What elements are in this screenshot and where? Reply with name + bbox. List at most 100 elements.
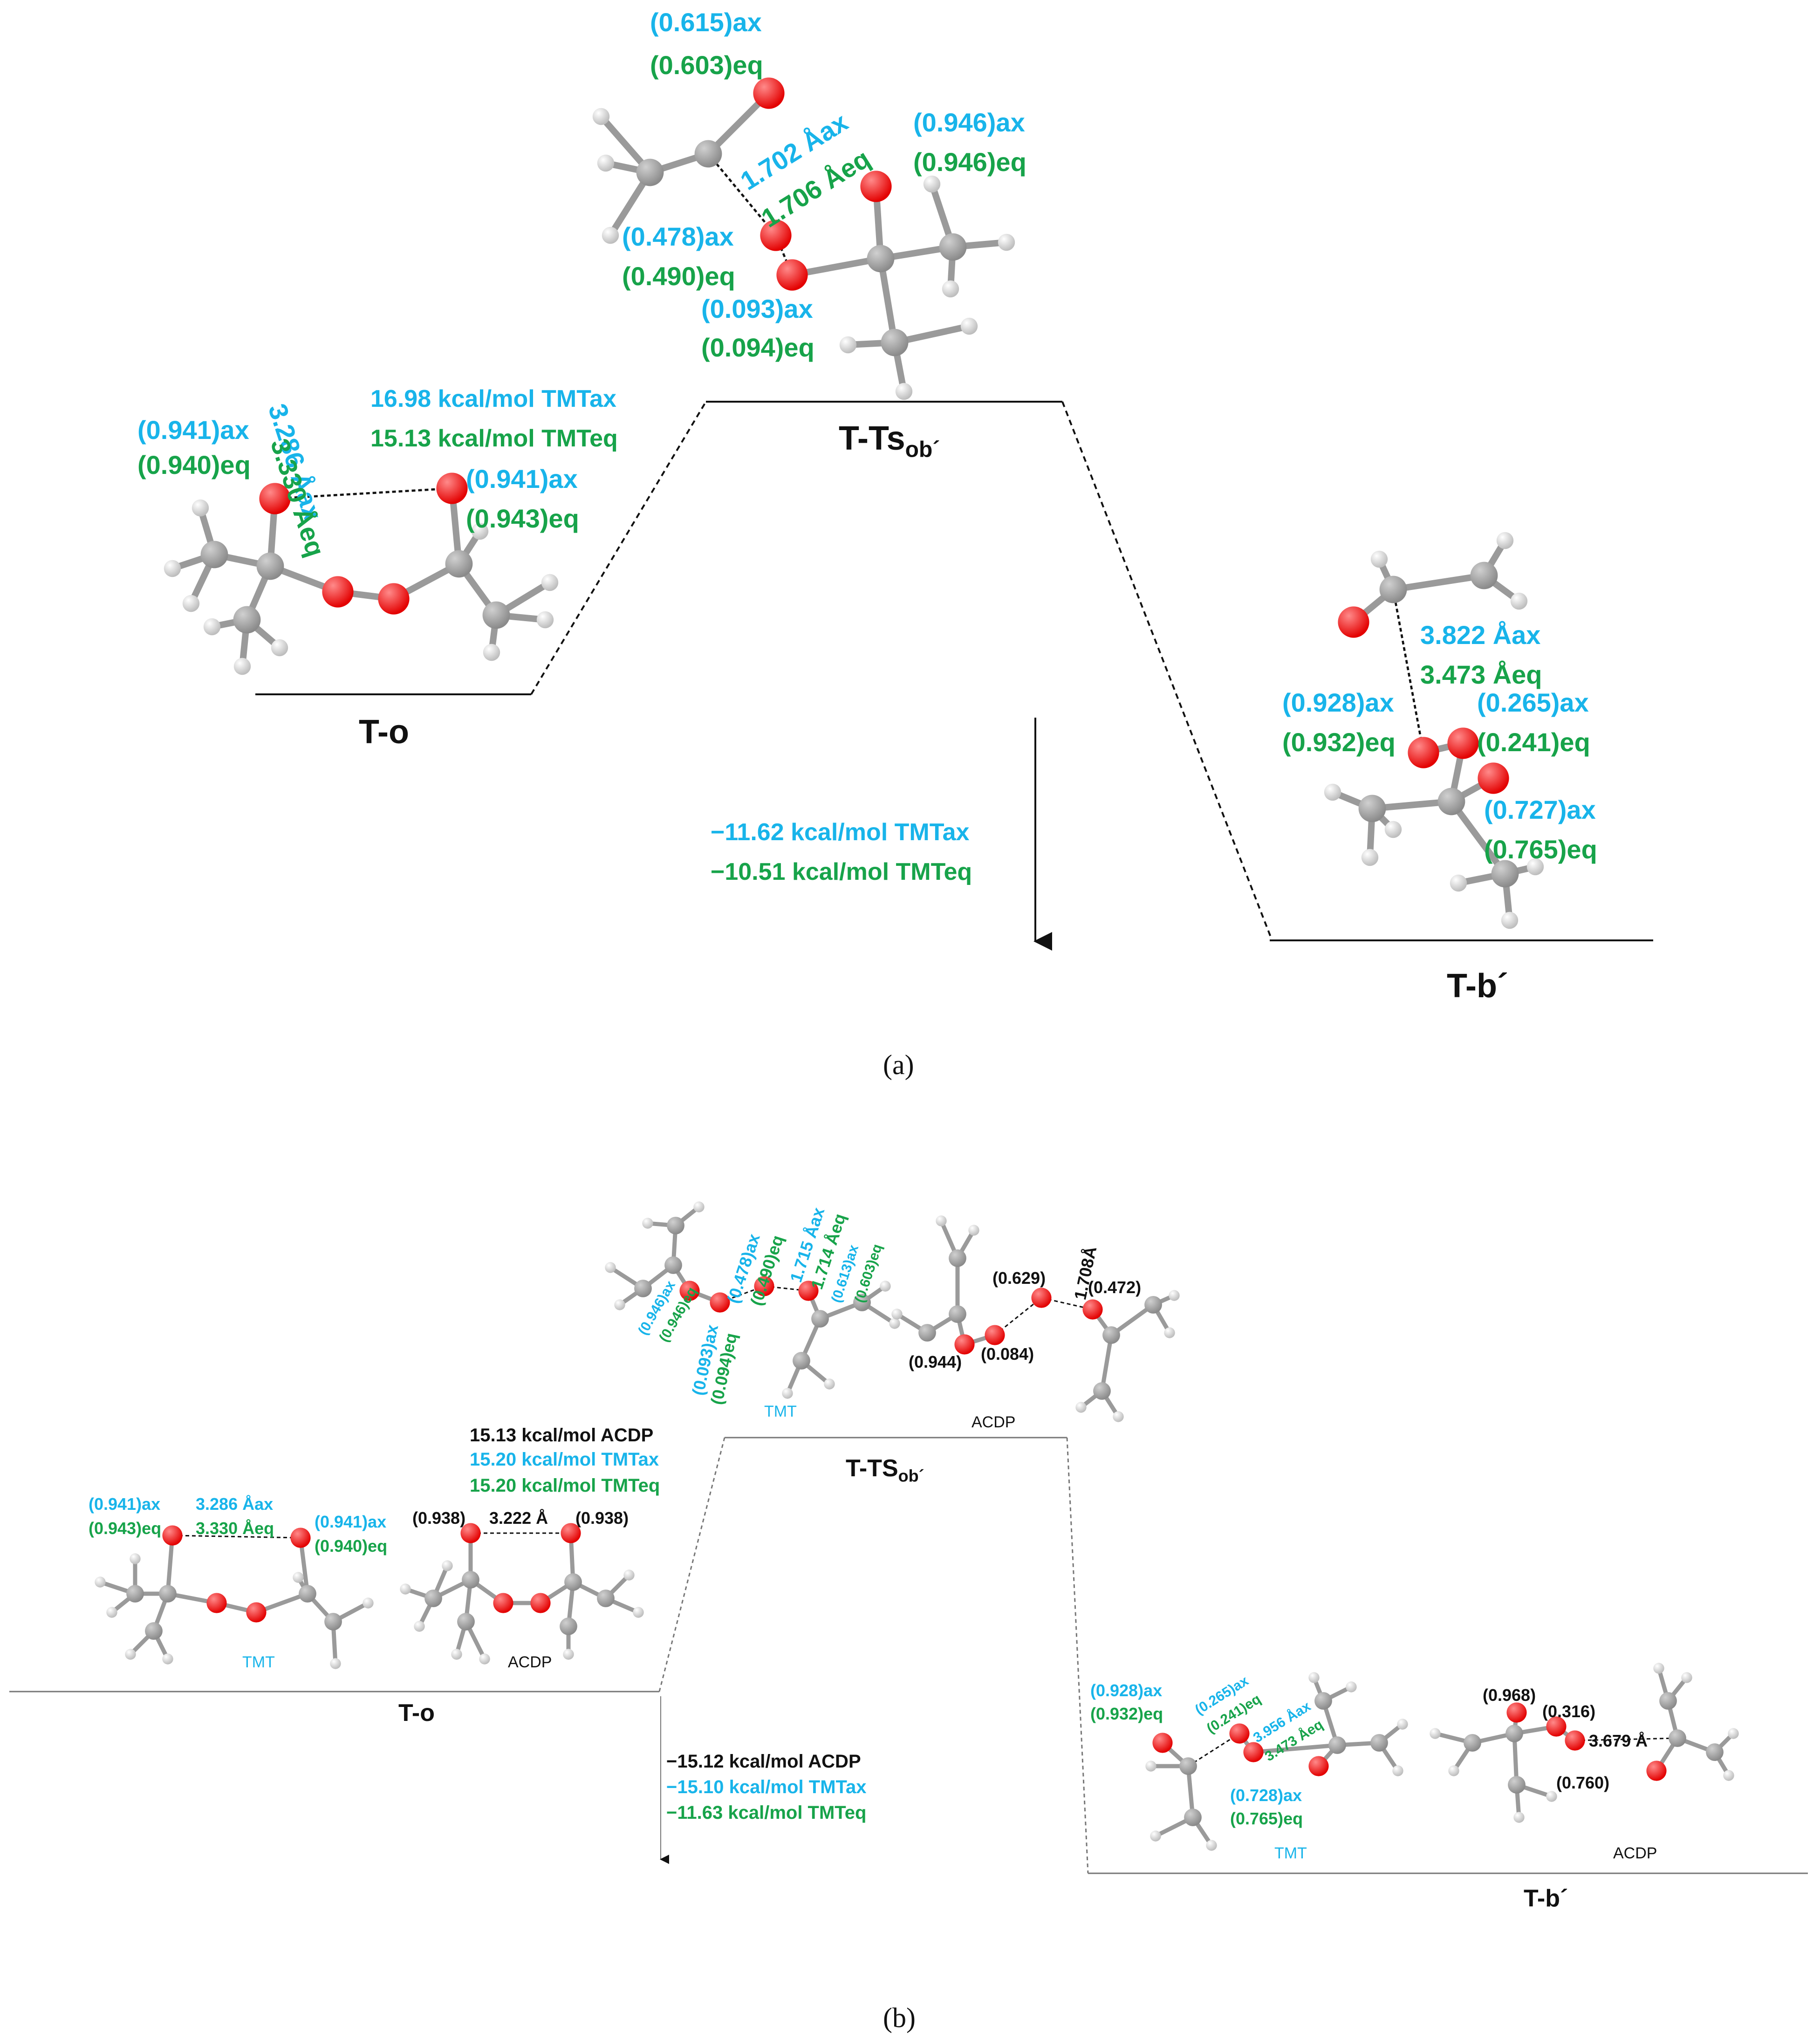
tb-a-oright-ax: (0.265)ax bbox=[1477, 688, 1589, 717]
to-a-o2-ax: (0.941)ax bbox=[466, 464, 578, 493]
oxygen-atom bbox=[322, 576, 354, 608]
oxygen-atom bbox=[1031, 1288, 1052, 1308]
molecule-ts-b-acdp bbox=[891, 1215, 1180, 1422]
carbon-atom bbox=[1370, 1734, 1388, 1752]
hydrogen-atom bbox=[891, 1309, 903, 1320]
hydrogen-atom bbox=[1496, 532, 1514, 549]
hydrogen-atom bbox=[95, 1576, 106, 1588]
hydrogen-atom bbox=[942, 280, 959, 298]
hydrogen-atom bbox=[880, 1281, 891, 1292]
oxygen-atom bbox=[460, 1523, 481, 1543]
hydrogen-atom bbox=[130, 1553, 141, 1564]
oxygen-atom bbox=[753, 77, 785, 109]
carbon-atom bbox=[667, 1217, 684, 1234]
hydrogen-atom bbox=[164, 560, 181, 577]
carbon-atom bbox=[457, 1613, 475, 1631]
ts-b-tmt-tag: TMT bbox=[764, 1403, 797, 1420]
oxygen-atom bbox=[530, 1593, 551, 1613]
barrier-a-ax: 16.98 kcal/mol TMTax bbox=[370, 385, 616, 412]
oxygen-atom bbox=[760, 219, 792, 251]
molecule-to-a bbox=[164, 473, 559, 675]
to-b-tmt-dist-ax: 3.286 Åax bbox=[196, 1494, 274, 1514]
ts-b-acdp-c: (0.472) bbox=[1088, 1278, 1142, 1297]
bond bbox=[1449, 799, 1508, 876]
to-a-o1-eq: (0.940)eq bbox=[137, 450, 251, 480]
oxygen-atom bbox=[1229, 1723, 1250, 1744]
reaction-energy-a-ax: −11.62 kcal/mol TMTax bbox=[711, 819, 970, 846]
hydrogen-atom bbox=[642, 1218, 653, 1229]
carbon-atom bbox=[1706, 1743, 1724, 1761]
to-b-tmt-o1-eq: (0.943)eq bbox=[89, 1519, 162, 1538]
contact-line bbox=[172, 1535, 301, 1539]
hydrogen-atom bbox=[968, 1225, 979, 1236]
hydrogen-atom bbox=[1346, 1681, 1357, 1693]
oxygen-atom bbox=[985, 1325, 1005, 1345]
hydrogen-atom bbox=[602, 226, 619, 244]
to-b-acdp-tag: ACDP bbox=[508, 1653, 552, 1671]
hydrogen-atom bbox=[597, 154, 615, 172]
oxygen-atom bbox=[954, 1334, 975, 1355]
carbon-atom bbox=[1437, 788, 1465, 815]
hydrogen-atom bbox=[1501, 911, 1519, 929]
oxygen-atom bbox=[679, 1281, 700, 1301]
to-b-tmt-tag: TMT bbox=[242, 1653, 275, 1671]
carbon-atom bbox=[256, 552, 284, 580]
tb-b-acdp-c: 3.679 Å bbox=[1589, 1731, 1648, 1750]
carbon-atom bbox=[1328, 1736, 1346, 1754]
carbon-atom bbox=[1659, 1692, 1677, 1710]
hydrogen-atom bbox=[1546, 1791, 1557, 1802]
molecule-tb-b-tmt bbox=[1145, 1672, 1408, 1851]
ts-a-otop-eq: (0.603)eq bbox=[650, 50, 763, 80]
oxygen-atom bbox=[436, 473, 468, 504]
carbon-atom bbox=[324, 1613, 342, 1631]
oxygen-atom bbox=[290, 1528, 311, 1548]
carbon-atom bbox=[462, 1571, 479, 1589]
reaction-energy-b-acdp: −15.12 kcal/mol ACDP bbox=[666, 1751, 861, 1772]
hydrogen-atom bbox=[106, 1607, 117, 1618]
barrier-b-ax: 15.20 kcal/mol TMTax bbox=[470, 1449, 659, 1470]
caption-a: (a) bbox=[883, 1049, 914, 1080]
hydrogen-atom bbox=[471, 522, 489, 540]
hydrogen-atom bbox=[1681, 1672, 1692, 1683]
reaction-energy-b-ax: −15.10 kcal/mol TMTax bbox=[666, 1777, 867, 1797]
tb-b-tmt-h: (0.765)eq bbox=[1230, 1809, 1303, 1828]
oxygen-atom bbox=[754, 1276, 774, 1296]
oxygen-atom bbox=[860, 171, 892, 202]
hydrogen-atom bbox=[960, 317, 978, 335]
oxygen-atom bbox=[1152, 1733, 1173, 1753]
to-b-tmt-dist-eq: 3.330 Åeq bbox=[196, 1519, 274, 1538]
tb-b-acdp-tag: ACDP bbox=[1613, 1844, 1657, 1862]
hydrogen-atom bbox=[998, 233, 1015, 251]
hydrogen-atom bbox=[1430, 1728, 1441, 1739]
hydrogen-atom bbox=[1723, 1770, 1734, 1781]
carbon-atom bbox=[853, 1294, 871, 1311]
hydrogen-atom bbox=[1728, 1728, 1739, 1739]
oxygen-atom bbox=[162, 1525, 183, 1546]
hydrogen-atom bbox=[541, 574, 559, 591]
connector-to-ts-b bbox=[658, 1437, 725, 1692]
state-tb-a: T-b´ bbox=[1447, 967, 1508, 1005]
hydrogen-atom bbox=[1450, 874, 1467, 892]
oxygen-atom bbox=[1506, 1702, 1527, 1723]
hydrogen-atom bbox=[563, 1649, 574, 1660]
carbon-atom bbox=[299, 1585, 316, 1603]
hydrogen-atom bbox=[923, 175, 941, 193]
ts-a-omid-ax: (0.478)ax bbox=[622, 222, 734, 251]
oxygen-atom bbox=[378, 583, 410, 615]
hydrogen-atom bbox=[782, 1388, 793, 1399]
tb-a-dist-ax: 3.822 Åax bbox=[1420, 620, 1541, 650]
carbon-atom bbox=[1470, 562, 1498, 589]
oxygen-atom bbox=[1243, 1742, 1264, 1762]
hydrogen-atom bbox=[192, 499, 209, 517]
ts-a-oright-eq: (0.946)eq bbox=[913, 147, 1026, 177]
oxygen-atom bbox=[246, 1602, 267, 1623]
carbon-atom bbox=[1464, 1734, 1481, 1752]
carbon-atom bbox=[811, 1310, 829, 1328]
tb-b-tmt-tag: TMT bbox=[1274, 1844, 1307, 1862]
hydrogen-atom bbox=[271, 639, 288, 657]
hydrogen-atom bbox=[483, 644, 500, 661]
carbon-atom bbox=[126, 1585, 144, 1603]
carbon-atom bbox=[560, 1617, 577, 1635]
hydrogen-atom bbox=[824, 1378, 835, 1390]
